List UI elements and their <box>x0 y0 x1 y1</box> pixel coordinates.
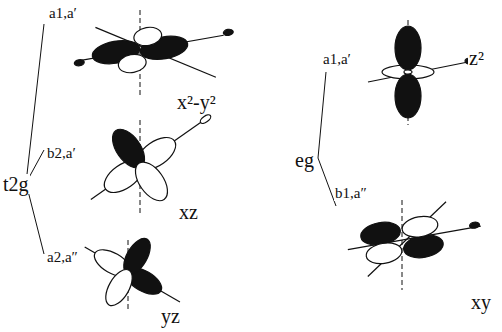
symmetry-label: b1,a″ <box>334 186 368 201</box>
level-label: t2g <box>2 174 30 194</box>
symmetry-label: b2,a′ <box>46 146 77 161</box>
level-label: eg <box>294 150 315 170</box>
symmetry-label: a1,a′ <box>48 6 78 21</box>
symmetry-label: a2,a″ <box>46 250 79 265</box>
orbital-label: xz <box>178 202 199 222</box>
symmetry-label: a1,a′ <box>322 52 352 67</box>
orbital-label: x²-y² <box>176 92 217 112</box>
orbital-label: xy <box>470 292 492 312</box>
orbital-label: z² <box>468 48 485 68</box>
orbital-label: yz <box>160 306 181 326</box>
